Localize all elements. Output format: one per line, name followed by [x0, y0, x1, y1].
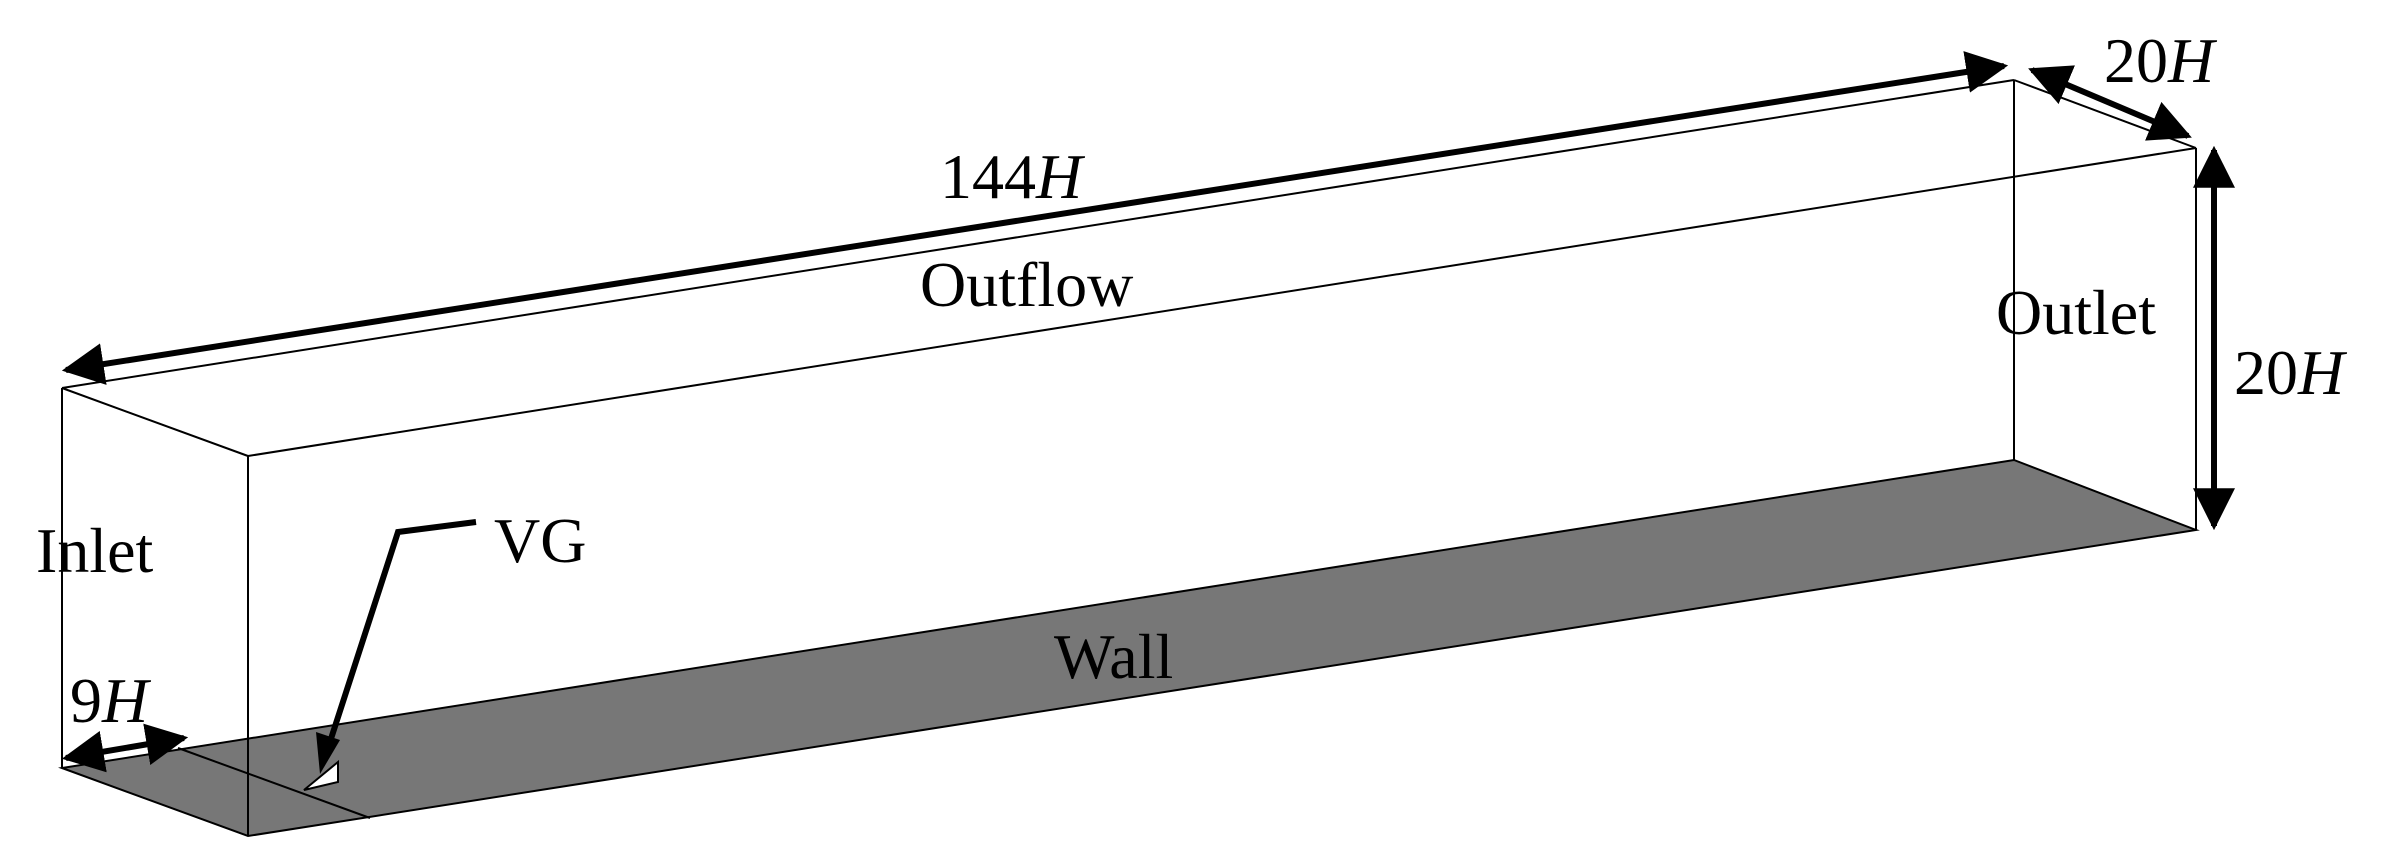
vg-leader-arrowhead [316, 732, 340, 774]
top-left-edge [61, 387, 249, 457]
wall-label: Wall [1054, 621, 1173, 692]
top-front-edge [247, 147, 2197, 457]
vg-label: VG [494, 505, 586, 576]
height-label: 20H [2234, 337, 2348, 408]
depth-dimension-arrow [2028, 65, 2192, 141]
outlet-label: Outlet [1996, 277, 2156, 348]
vg-section-line [177, 747, 371, 819]
top-back-edge [61, 79, 2015, 389]
offset-label: 9H [70, 665, 152, 736]
length-label: 144H [940, 141, 1086, 212]
vg-leader-line [325, 519, 477, 749]
length-dimension-arrow [61, 51, 2009, 385]
offset-dimension-arrow [61, 723, 189, 773]
outflow-label: Outflow [920, 249, 1133, 320]
depth-label: 20H [2104, 25, 2218, 96]
inlet-label: Inlet [36, 515, 154, 586]
vg-triangle [303, 759, 339, 791]
